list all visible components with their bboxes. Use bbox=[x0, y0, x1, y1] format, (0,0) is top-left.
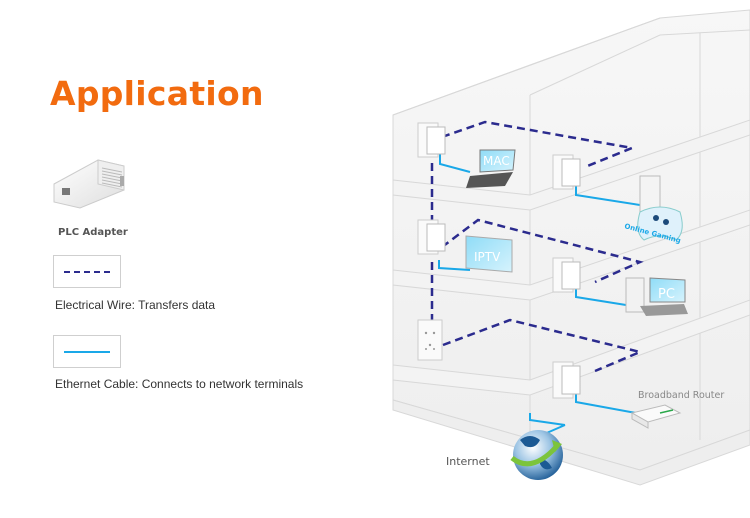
internet-globe-icon: Internet bbox=[446, 430, 563, 480]
pc-icon: PC bbox=[625, 277, 688, 316]
plc-adapter-bottom-right bbox=[552, 361, 581, 399]
pc-label: PC bbox=[658, 287, 675, 302]
plc-adapter-middle-right bbox=[552, 257, 581, 293]
page-title: Application bbox=[50, 74, 264, 113]
plc-adapter-image bbox=[53, 159, 125, 209]
electrical-wire-legend-swatch bbox=[53, 255, 121, 288]
dashed-line-icon bbox=[64, 271, 110, 273]
mac-label: MAC bbox=[483, 154, 510, 168]
internet-label: Internet bbox=[446, 455, 490, 468]
plc-adapter-top-left bbox=[417, 122, 446, 158]
ethernet-cable-legend-text: Ethernet Cable: Connects to network term… bbox=[55, 377, 304, 391]
ethernet-cable-legend-swatch bbox=[53, 335, 121, 368]
electrical-wire-lines bbox=[430, 120, 644, 373]
plc-adapter-label: PLC Adapter bbox=[58, 227, 128, 238]
broadband-router-icon: Broadband Router bbox=[630, 390, 724, 429]
solid-line-icon bbox=[64, 351, 110, 353]
plc-adapter-middle-left bbox=[417, 219, 446, 255]
wall-outlet bbox=[417, 319, 443, 361]
house-structure bbox=[392, 9, 750, 486]
plc-adapter-top-right bbox=[552, 154, 581, 190]
iptv-label: IPTV bbox=[474, 250, 501, 264]
mac-laptop-icon: MAC bbox=[466, 149, 516, 188]
electrical-wire-legend-text: Electrical Wire: Transfers data bbox=[55, 298, 216, 312]
broadband-router-label: Broadband Router bbox=[638, 390, 724, 401]
iptv-icon: IPTV bbox=[465, 235, 513, 273]
